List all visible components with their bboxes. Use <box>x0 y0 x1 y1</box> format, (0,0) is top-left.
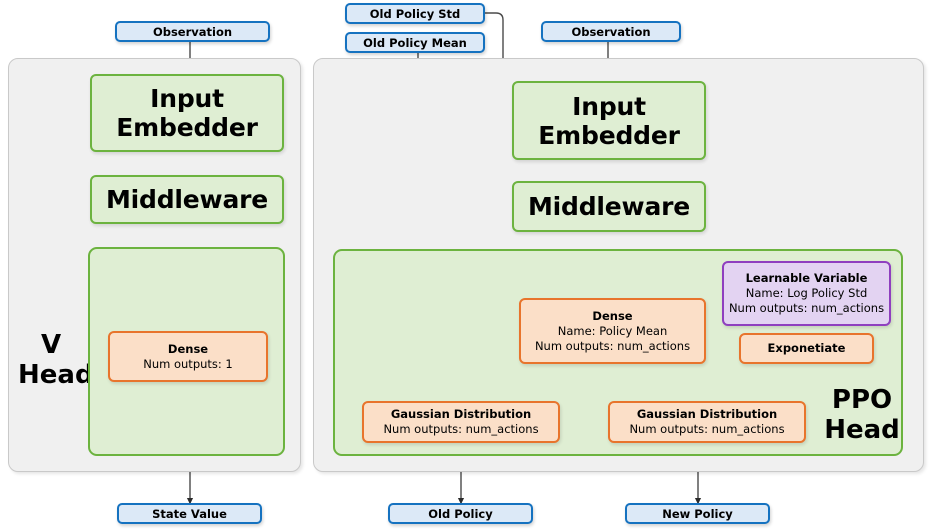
ppo-head-label-line2: Head <box>824 415 900 445</box>
input-observation-v-label: Observation <box>152 24 233 39</box>
v-head-label-line2: Head <box>18 360 94 390</box>
v-dense-outputs: Num outputs: 1 <box>143 356 233 371</box>
ppo-dense-policy-mean-name: Name: Policy Mean <box>557 323 668 338</box>
input-observation-ppo[interactable]: Observation <box>541 21 681 42</box>
input-observation-v[interactable]: Observation <box>115 21 270 42</box>
ppo-gaussian-old-title: Gaussian Distribution <box>390 407 532 421</box>
input-old-policy-mean[interactable]: Old Policy Mean <box>345 32 485 53</box>
ppo-learnable-variable-title: Learnable Variable <box>745 271 868 285</box>
v-head-label-line1: V <box>40 330 62 360</box>
ppo-dense-policy-mean-outputs: Num outputs: num_actions <box>534 338 691 353</box>
ppo-gaussian-new-title: Gaussian Distribution <box>636 407 778 421</box>
ppo-exponentiate-title: Exponetiate <box>767 341 846 355</box>
ppo-learnable-variable-outputs: Num outputs: num_actions <box>728 301 885 315</box>
output-new-policy-label: New Policy <box>662 506 733 521</box>
output-state-value[interactable]: State Value <box>117 503 262 524</box>
v-middleware[interactable]: Middleware <box>90 175 284 224</box>
output-old-policy-label: Old Policy <box>428 506 493 521</box>
output-old-policy[interactable]: Old Policy <box>388 503 533 524</box>
output-new-policy[interactable]: New Policy <box>625 503 770 524</box>
ppo-learnable-variable[interactable]: Learnable Variable Name: Log Policy Std … <box>722 261 891 326</box>
ppo-input-embedder[interactable]: Input Embedder <box>512 81 706 160</box>
input-old-policy-std-label: Old Policy Std <box>369 6 461 21</box>
ppo-dense-policy-mean[interactable]: Dense Name: Policy Mean Num outputs: num… <box>519 298 706 364</box>
output-state-value-label: State Value <box>152 506 227 521</box>
ppo-gaussian-new[interactable]: Gaussian Distribution Num outputs: num_a… <box>608 401 806 443</box>
ppo-input-embedder-label: Input Embedder <box>538 91 680 150</box>
ppo-middleware-label: Middleware <box>527 192 690 221</box>
input-old-policy-mean-label: Old Policy Mean <box>363 35 467 50</box>
ppo-exponentiate[interactable]: Exponetiate <box>739 333 874 364</box>
ppo-gaussian-old[interactable]: Gaussian Distribution Num outputs: num_a… <box>362 401 560 443</box>
ppo-dense-policy-mean-title: Dense <box>592 308 633 323</box>
v-dense[interactable]: Dense Num outputs: 1 <box>108 331 268 382</box>
ppo-learnable-variable-name: Name: Log Policy Std <box>745 286 868 300</box>
v-head-label: V Head <box>18 330 94 390</box>
v-input-embedder-label: Input Embedder <box>116 84 258 142</box>
ppo-middleware[interactable]: Middleware <box>512 181 706 232</box>
input-observation-ppo-label: Observation <box>571 24 651 39</box>
v-input-embedder[interactable]: Input Embedder <box>90 74 284 152</box>
input-old-policy-std[interactable]: Old Policy Std <box>345 3 485 24</box>
v-dense-title: Dense <box>167 341 209 356</box>
ppo-head-label: PPO Head <box>822 385 902 445</box>
ppo-gaussian-new-outputs: Num outputs: num_actions <box>629 422 785 436</box>
ppo-head-label-line1: PPO <box>831 385 893 415</box>
ppo-gaussian-old-outputs: Num outputs: num_actions <box>383 422 539 436</box>
v-middleware-label: Middleware <box>105 185 268 214</box>
